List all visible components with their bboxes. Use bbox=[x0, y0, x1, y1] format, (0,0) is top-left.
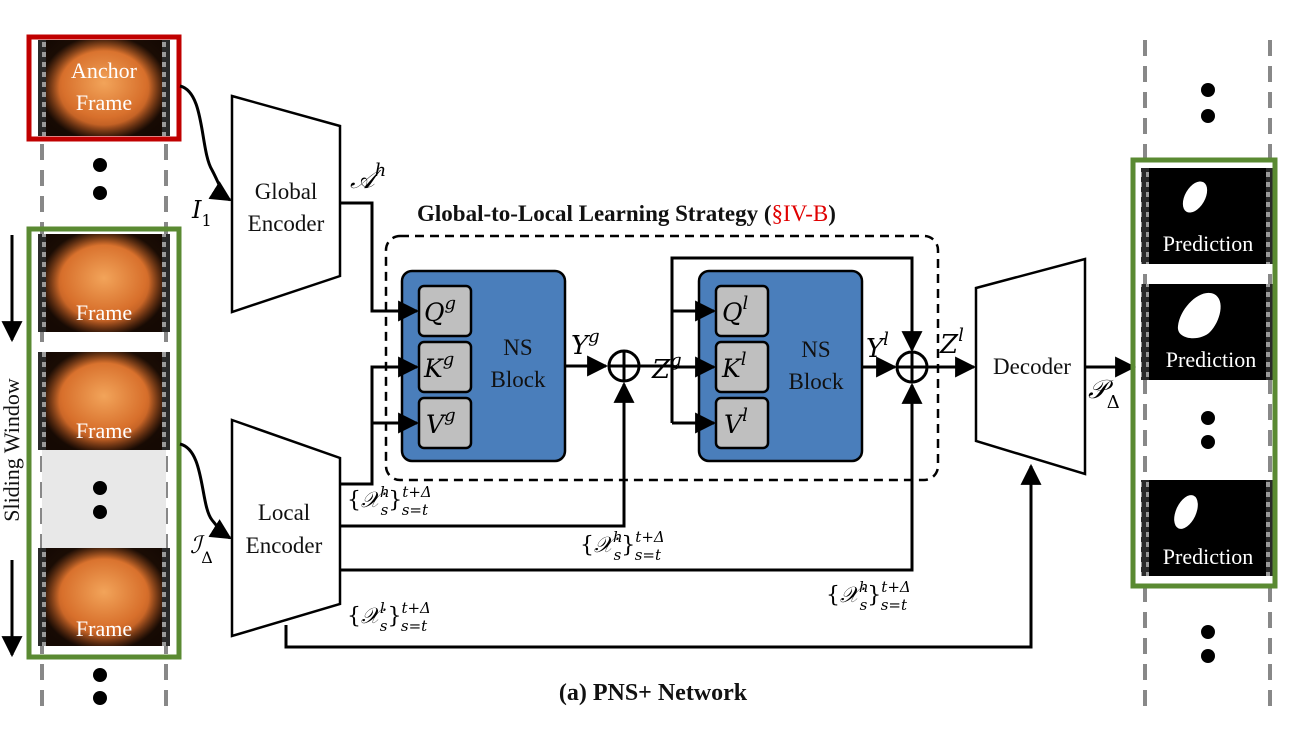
window-frame-thumbnail-2 bbox=[38, 352, 170, 450]
window-frame-label-1: Frame bbox=[76, 300, 132, 325]
decoder bbox=[974, 257, 1087, 476]
z-global-label: Zg bbox=[651, 350, 682, 385]
k-global-label: Kg bbox=[423, 349, 454, 383]
v-global-label: Vg bbox=[426, 405, 456, 439]
left-ellipsis-dot bbox=[93, 668, 107, 682]
ns-block-local-label-2: Block bbox=[789, 369, 844, 394]
local-to-k-global-arrow bbox=[340, 356, 420, 486]
prediction-label-2: Prediction bbox=[1166, 347, 1256, 372]
prediction-label-3: Prediction bbox=[1163, 544, 1253, 569]
q-global-label: Qg bbox=[424, 293, 456, 327]
prediction-mask-2 bbox=[1141, 284, 1274, 380]
window-frame-label-2: Frame bbox=[76, 418, 132, 443]
prediction-window-border bbox=[1130, 157, 1278, 589]
right-film-strip: Prediction Prediction Prediction bbox=[1130, 40, 1278, 710]
prediction-mask-3 bbox=[1141, 480, 1274, 576]
right-window-ellipsis-dot bbox=[1201, 435, 1215, 449]
z-local-label: Zl bbox=[939, 325, 964, 360]
figure-caption: (a) PNS+ Network bbox=[559, 680, 748, 706]
left-ellipsis-dot bbox=[93, 186, 107, 200]
anchor-frame-border bbox=[26, 34, 182, 142]
local-encoder bbox=[230, 418, 342, 638]
low-level-to-decoder-arrow bbox=[284, 463, 1042, 649]
local-encoder-label-2: Encoder bbox=[246, 533, 323, 558]
left-ellipsis-dot bbox=[93, 691, 107, 705]
strategy-dashed-box bbox=[384, 234, 940, 482]
anchor-frame-label-1: Anchor bbox=[71, 58, 138, 83]
strategy-title: Global-to-Local Learning Strategy (§IV-B… bbox=[417, 201, 836, 226]
anchor-to-global-arrow bbox=[179, 84, 232, 202]
right-ellipsis-dot bbox=[1201, 109, 1215, 123]
sliding-window-indicator: Sliding Window bbox=[0, 235, 24, 658]
global-encoder-label-1: Global bbox=[255, 179, 318, 204]
left-ellipsis-dot bbox=[93, 158, 107, 172]
prediction-mask-1 bbox=[1141, 168, 1274, 264]
right-window-ellipsis-dot bbox=[1201, 411, 1215, 425]
prediction-label-1: Prediction bbox=[1163, 231, 1253, 256]
anchor-frame-label-2: Frame bbox=[76, 90, 132, 115]
skip-connection-arrow bbox=[670, 256, 923, 423]
residual-local-arrow bbox=[340, 382, 923, 572]
y-local-label: Yl bbox=[866, 329, 889, 364]
global-feature-to-q-arrow bbox=[340, 201, 420, 322]
ns-block-global-label-2: Block bbox=[491, 367, 546, 392]
global-encoder-label-2: Encoder bbox=[248, 211, 325, 236]
window-ellipsis-dot bbox=[93, 481, 107, 495]
anchor-frame-thumbnail bbox=[38, 40, 170, 136]
window-ellipsis-dot bbox=[93, 505, 107, 519]
window-gap-background bbox=[42, 450, 166, 548]
window-to-local-arrow bbox=[179, 442, 232, 540]
q-local-label: Ql bbox=[722, 293, 749, 327]
residual-global-arrow bbox=[340, 381, 635, 528]
sliding-window-border bbox=[26, 226, 182, 660]
input-I1: I1 bbox=[191, 196, 212, 230]
input-I-delta: ℐΔ bbox=[190, 531, 213, 567]
decoder-label: Decoder bbox=[993, 354, 1071, 379]
y-global-label: Yg bbox=[571, 326, 600, 361]
global-encoder bbox=[230, 94, 342, 314]
ns-block-global-label-1: NS bbox=[503, 335, 532, 360]
right-ellipsis-dot bbox=[1201, 649, 1215, 663]
right-ellipsis-dot bbox=[1201, 625, 1215, 639]
window-frame-thumbnail-3 bbox=[38, 548, 170, 646]
left-film-strip: Anchor Frame Frame Frame Frame bbox=[26, 34, 182, 710]
local-encoder-label-1: Local bbox=[258, 500, 310, 525]
window-frame-thumbnail-1 bbox=[38, 234, 170, 332]
global-feature-label: 𝒜h bbox=[350, 160, 386, 195]
window-frame-label-3: Frame bbox=[76, 616, 132, 641]
right-ellipsis-dot bbox=[1201, 83, 1215, 97]
ns-block-local-label-1: NS bbox=[801, 337, 830, 362]
sliding-window-label: Sliding Window bbox=[0, 378, 24, 522]
prediction-output-label: 𝒫Δ bbox=[1088, 375, 1120, 413]
k-local-label: Kl bbox=[721, 349, 747, 383]
v-local-label: Vl bbox=[724, 405, 748, 439]
